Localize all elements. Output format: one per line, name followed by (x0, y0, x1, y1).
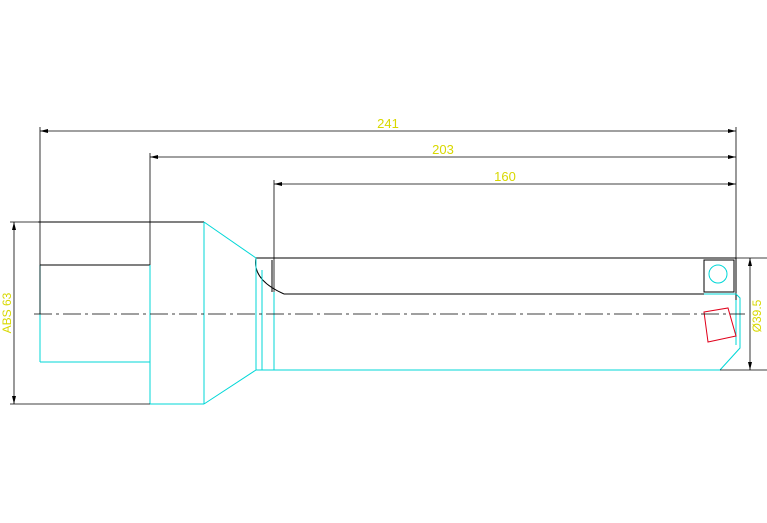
cone-top-edge (203, 221, 257, 259)
neck-fillet (255, 257, 285, 295)
arrow-dia-bottom (748, 362, 752, 370)
tool-outline-lower (39, 221, 741, 405)
arrow-abs-bottom (12, 396, 16, 404)
tool-outline-upper (38, 221, 737, 300)
arrow-241-left (40, 129, 48, 133)
dimension-lines (10, 127, 767, 405)
arrow-160-left (274, 182, 282, 186)
dim-abs-label: ABS 63 (0, 292, 14, 333)
dim-203-label: 203 (432, 142, 454, 157)
arrow-241-right (728, 129, 736, 133)
body-tip-curve (704, 293, 741, 371)
arrowheads (12, 129, 752, 404)
arrow-dia-top (748, 258, 752, 266)
arrow-203-left (150, 155, 158, 159)
dim-dia-label: Ø39.5 (750, 299, 764, 332)
dim-160-label: 160 (494, 169, 516, 184)
arrow-abs-top (12, 222, 16, 230)
upper-insert-pocket (703, 259, 735, 293)
cutting-insert (703, 307, 737, 343)
arrow-203-right (728, 155, 736, 159)
arrow-160-right (728, 182, 736, 186)
cone-bottom-edge (203, 369, 257, 405)
insert-screw-hole (708, 264, 728, 284)
dim-241-label: 241 (377, 116, 399, 131)
